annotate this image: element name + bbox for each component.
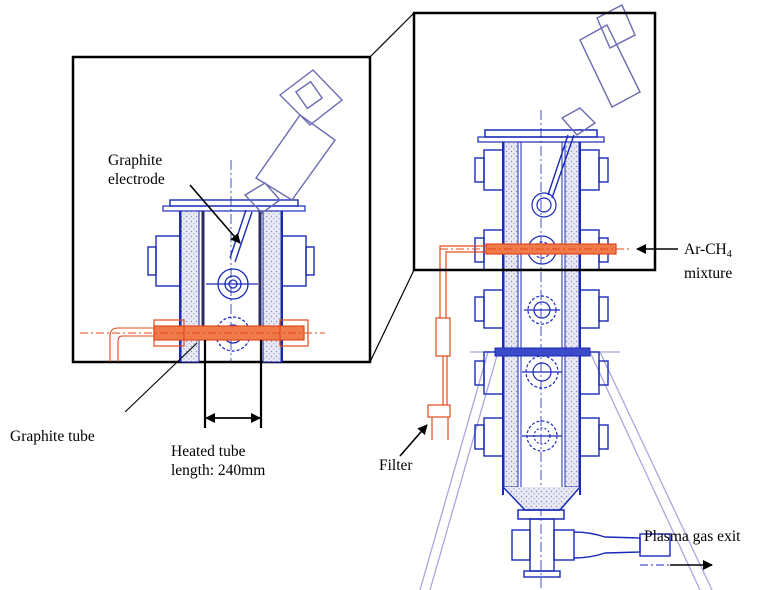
zoom-connector-top xyxy=(369,12,415,58)
heated-tube-line2: length: 240mm xyxy=(171,462,266,479)
graphite-electrode-line2: electrode xyxy=(108,171,165,188)
mixture-text: mixture xyxy=(684,265,733,282)
viewport-icon xyxy=(522,192,562,452)
filter-label: Filter xyxy=(379,457,413,474)
ar-ch4-subscript: 4 xyxy=(726,249,732,260)
zoomed-reactor xyxy=(80,69,344,363)
heated-length-dimension xyxy=(203,340,263,428)
flange-icon xyxy=(474,149,504,457)
heated-tube-label: Heated tube length: 240mm xyxy=(171,442,265,480)
flange-icon xyxy=(579,149,609,457)
annotation-arrows xyxy=(124,184,713,570)
graphite-electrode-line1: Graphite xyxy=(108,152,163,169)
zoom-frame-left xyxy=(71,55,372,364)
ar-ch4-prefix: Ar-CH xyxy=(684,241,727,258)
main-reactor xyxy=(427,4,671,590)
graphite-electrode-label: Graphite electrode xyxy=(108,151,165,189)
ar-ch4-label: Ar-CH4 mixture xyxy=(684,240,732,283)
zoom-connector-bottom xyxy=(369,269,415,363)
zoom-frame-right xyxy=(412,11,657,272)
heated-tube-line1: Heated tube xyxy=(171,443,246,460)
plasma-gas-exit-label: Plasma gas exit xyxy=(644,528,741,545)
sample-line xyxy=(427,245,486,440)
graphite-tube-label: Graphite tube xyxy=(10,428,95,445)
heated-tube-main xyxy=(440,243,630,255)
